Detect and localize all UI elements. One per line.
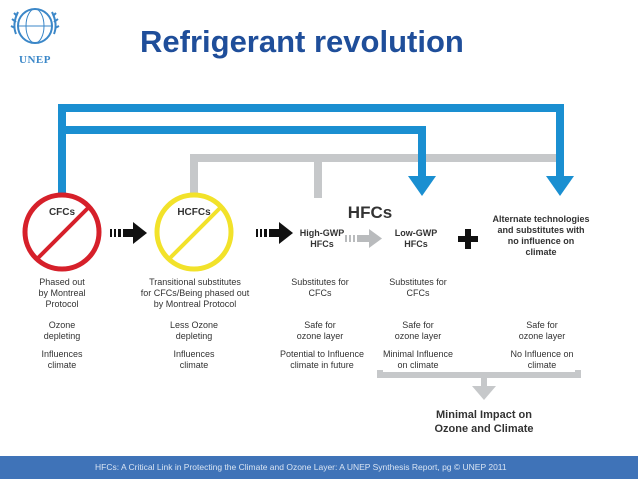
hcfcs-note-climate: Influences climate xyxy=(173,349,215,370)
hcfcs-note-status: Transitional substitutes for CFCs/Being … xyxy=(140,277,250,309)
blue-arrowhead-alternate xyxy=(546,176,574,196)
page-title: Refrigerant revolution xyxy=(140,24,464,59)
cfcs-note-climate: Influences climate xyxy=(41,349,83,370)
hcfcs-label: HCFCs xyxy=(177,207,211,218)
blue-connector-lines xyxy=(58,104,564,196)
arrow-cfcs-to-hcfcs xyxy=(110,222,147,244)
low-gwp-note-ozone: Safe for ozone layer xyxy=(394,320,442,341)
high-gwp-label: High-GWP HFCs xyxy=(299,228,345,249)
gray-connector-lines xyxy=(190,154,556,198)
alternate-label: Alternate technologies and substitutes w… xyxy=(492,214,590,257)
low-gwp-note-climate: Minimal Influence on climate xyxy=(382,349,454,370)
plus-icon xyxy=(458,229,478,249)
cfcs-label: CFCs xyxy=(48,207,76,218)
unep-logo: UNEP xyxy=(6,4,64,70)
low-gwp-note-use: Substitutes for CFCs xyxy=(389,277,447,298)
hfcs-heading: HFCs xyxy=(347,203,393,222)
footer-citation: HFCs: A Critical Link in Protecting the … xyxy=(95,462,507,472)
low-gwp-label: Low-GWP HFCs xyxy=(394,228,438,249)
high-gwp-note-climate: Potential to Influence climate in future xyxy=(279,349,365,370)
arrow-high-to-low-gwp xyxy=(345,229,382,248)
high-gwp-note-use: Substitutes for CFCs xyxy=(291,277,349,298)
cfcs-note-ozone: Ozone depleting xyxy=(43,320,81,341)
cfcs-note-status: Phased out by Montreal Protocol xyxy=(38,277,86,309)
footer-bar: HFCs: A Critical Link in Protecting the … xyxy=(0,456,638,479)
high-gwp-note-ozone: Safe for ozone layer xyxy=(296,320,344,341)
result-label: Minimal Impact on Ozone and Climate xyxy=(434,409,534,435)
alternate-note-ozone: Safe for ozone layer xyxy=(518,320,566,341)
result-arrowhead xyxy=(472,386,496,400)
logo-text: UNEP xyxy=(19,54,51,66)
alternate-note-climate: No Influence on climate xyxy=(510,349,574,370)
hcfcs-prohibition-circle xyxy=(154,192,234,272)
result-connector xyxy=(377,370,581,388)
blue-arrowhead-low-gwp xyxy=(408,176,436,196)
cfcs-prohibition-circle xyxy=(22,192,102,272)
arrow-hcfcs-to-hfcs xyxy=(256,222,293,244)
hcfcs-note-ozone: Less Ozone depleting xyxy=(169,320,219,341)
